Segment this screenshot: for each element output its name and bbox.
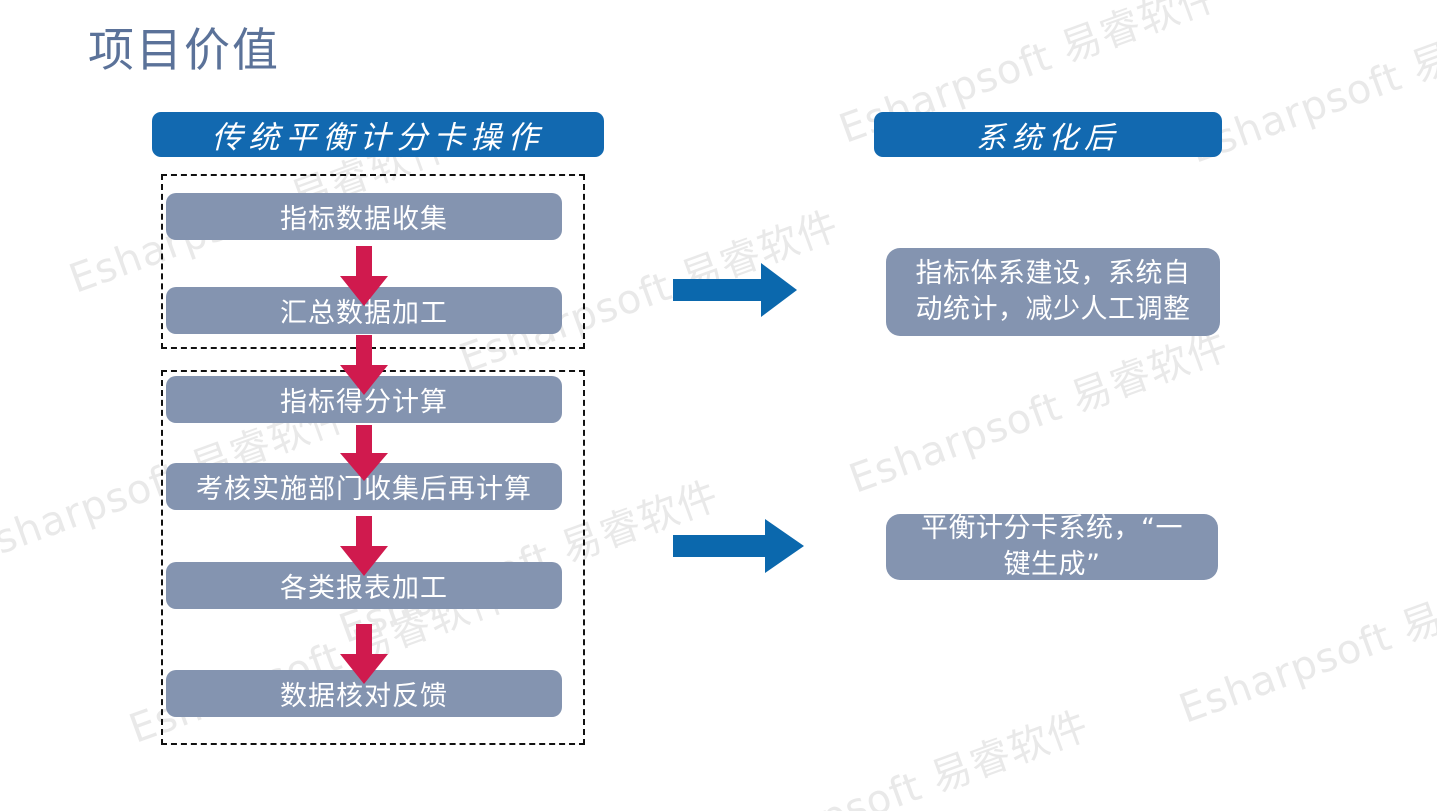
result-line-1: 指标体系建设，系统自 bbox=[915, 257, 1191, 289]
down-arrow-2 bbox=[340, 335, 388, 395]
down-arrow-5 bbox=[340, 624, 388, 684]
result-line-2: 动统计，减少人工调整 bbox=[915, 294, 1191, 325]
transition-arrow-bottom bbox=[673, 519, 804, 573]
result-line-2: 键生成” bbox=[1003, 549, 1101, 580]
page-title: 项目价值 bbox=[88, 23, 280, 77]
watermark-text: Esharpsoft 易睿软件 bbox=[843, 322, 1235, 503]
header-pill-systemized: 系统化后 bbox=[874, 112, 1222, 157]
down-arrow-1 bbox=[340, 246, 388, 306]
watermark-text: Esharpsoft 易睿软件 bbox=[703, 702, 1095, 811]
header-pill-traditional: 传统平衡计分卡操作 bbox=[152, 112, 604, 157]
transition-arrow-top bbox=[673, 263, 797, 317]
result-line-1: 平衡计分卡系统，“一 bbox=[921, 512, 1183, 544]
result-text: 平衡计分卡系统，“一 键生成” bbox=[921, 511, 1183, 584]
process-box-step-6: 数据核对反馈 bbox=[166, 670, 562, 717]
down-arrow-4 bbox=[340, 516, 388, 576]
result-box-bsc-system: 平衡计分卡系统，“一 键生成” bbox=[886, 513, 1218, 580]
process-box-step-1: 指标数据收集 bbox=[166, 193, 562, 240]
dashed-group-data-collection bbox=[161, 174, 585, 349]
process-box-step-4: 考核实施部门收集后再计算 bbox=[166, 463, 562, 510]
result-text: 指标体系建设，系统自 动统计，减少人工调整 bbox=[916, 256, 1191, 329]
result-box-indicator-system: 指标体系建设，系统自 动统计，减少人工调整 bbox=[886, 248, 1220, 336]
down-arrow-3 bbox=[340, 425, 388, 481]
